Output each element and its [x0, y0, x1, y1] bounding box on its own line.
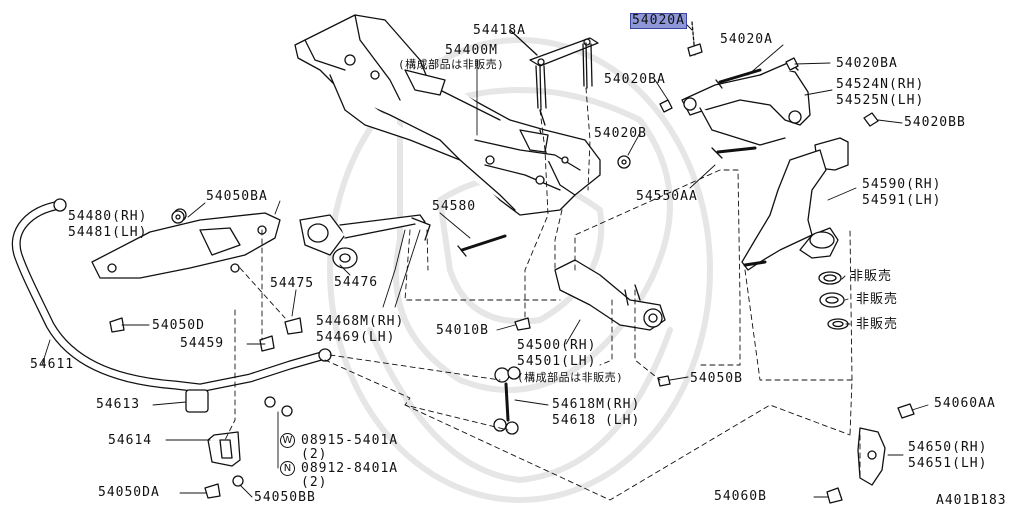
- label-54469: 54469(LH): [316, 330, 396, 345]
- label-54651: 54651(LH): [908, 456, 988, 471]
- label-54050B: 54050B: [690, 371, 743, 386]
- label-54525N: 54525N(LH): [836, 93, 925, 108]
- label-54060B: 54060B: [714, 489, 767, 504]
- label-not-sold-c: 非販売: [856, 317, 899, 332]
- label-54480: 54480(RH): [68, 209, 148, 224]
- label-08915-5401A: 08915-5401A: [301, 433, 399, 448]
- stabilizer-bar-54611: [11, 198, 332, 393]
- label-54050DA: 54050DA: [98, 485, 160, 500]
- label-not-sold-b: 非販売: [856, 292, 899, 307]
- label-54611: 54611: [30, 357, 75, 372]
- leader-lines: [41, 20, 929, 498]
- label-54020A: 54020A: [720, 32, 773, 47]
- label-08912-8401A: 08912-8401A: [301, 461, 399, 476]
- note-components-not-sold-1: (構成部品は非販売): [398, 58, 505, 71]
- transverse-link-54500: [514, 259, 666, 331]
- label-54020BB: 54020BB: [904, 115, 966, 130]
- tension-rod-54468M: [284, 214, 507, 335]
- label-54618M: 54618M(RH): [552, 397, 641, 412]
- label-54580: 54580: [432, 199, 477, 214]
- bracket-54650: [826, 403, 915, 504]
- label-54400M: 54400M: [445, 43, 498, 58]
- label-54418A: 54418A: [473, 23, 526, 38]
- label-qty-washer: (2): [301, 447, 328, 462]
- label-54618: 54618 (LH): [552, 413, 641, 428]
- label-54060AA: 54060AA: [934, 396, 996, 411]
- label-not-sold-a: 非販売: [850, 269, 893, 284]
- label-54614: 54614: [108, 433, 153, 448]
- label-54475: 54475: [270, 276, 315, 291]
- diagram-code: A401B183: [936, 493, 1007, 508]
- label-54500: 54500(RH): [517, 338, 597, 353]
- washer-symbol: W: [280, 433, 295, 448]
- label-54050BA: 54050BA: [206, 189, 268, 204]
- stabilizer-link-54618M: [493, 366, 521, 435]
- label-54524N: 54524N(RH): [836, 77, 925, 92]
- label-54501: 54501(LH): [517, 354, 597, 369]
- label-54590: 54590(RH): [862, 177, 942, 192]
- label-54476: 54476: [334, 275, 379, 290]
- label-54020BA-top: 54020BA: [836, 56, 898, 71]
- label-54481: 54481(LH): [68, 225, 148, 240]
- label-54550AA: 54550AA: [636, 189, 698, 204]
- label-54050D: 54050D: [152, 318, 205, 333]
- label-54591: 54591(LH): [862, 193, 942, 208]
- label-54468M: 54468M(RH): [316, 314, 405, 329]
- lower-arm-54590: [711, 137, 849, 330]
- fasteners: [109, 155, 671, 499]
- bracket-54418A: [509, 29, 599, 126]
- label-54613: 54613: [96, 397, 141, 412]
- label-qty-nut: (2): [301, 475, 328, 490]
- label-54020A-highlighted[interactable]: 54020A: [630, 13, 687, 29]
- label-54020BA-left: 54020BA: [604, 72, 666, 87]
- label-54010B: 54010B: [436, 323, 489, 338]
- label-54020B: 54020B: [594, 126, 647, 141]
- crossmember-54400M: [294, 14, 601, 216]
- nut-symbol: N: [280, 461, 295, 476]
- upper-arm-54524N: [659, 21, 879, 146]
- label-54650: 54650(RH): [908, 440, 988, 455]
- bushing-clamp: [185, 389, 241, 467]
- label-54459: 54459: [180, 336, 225, 351]
- note-components-not-sold-2: (構成部品は非販売): [517, 371, 624, 384]
- dashed-leaders: [224, 87, 861, 501]
- label-54050BB: 54050BB: [254, 490, 316, 505]
